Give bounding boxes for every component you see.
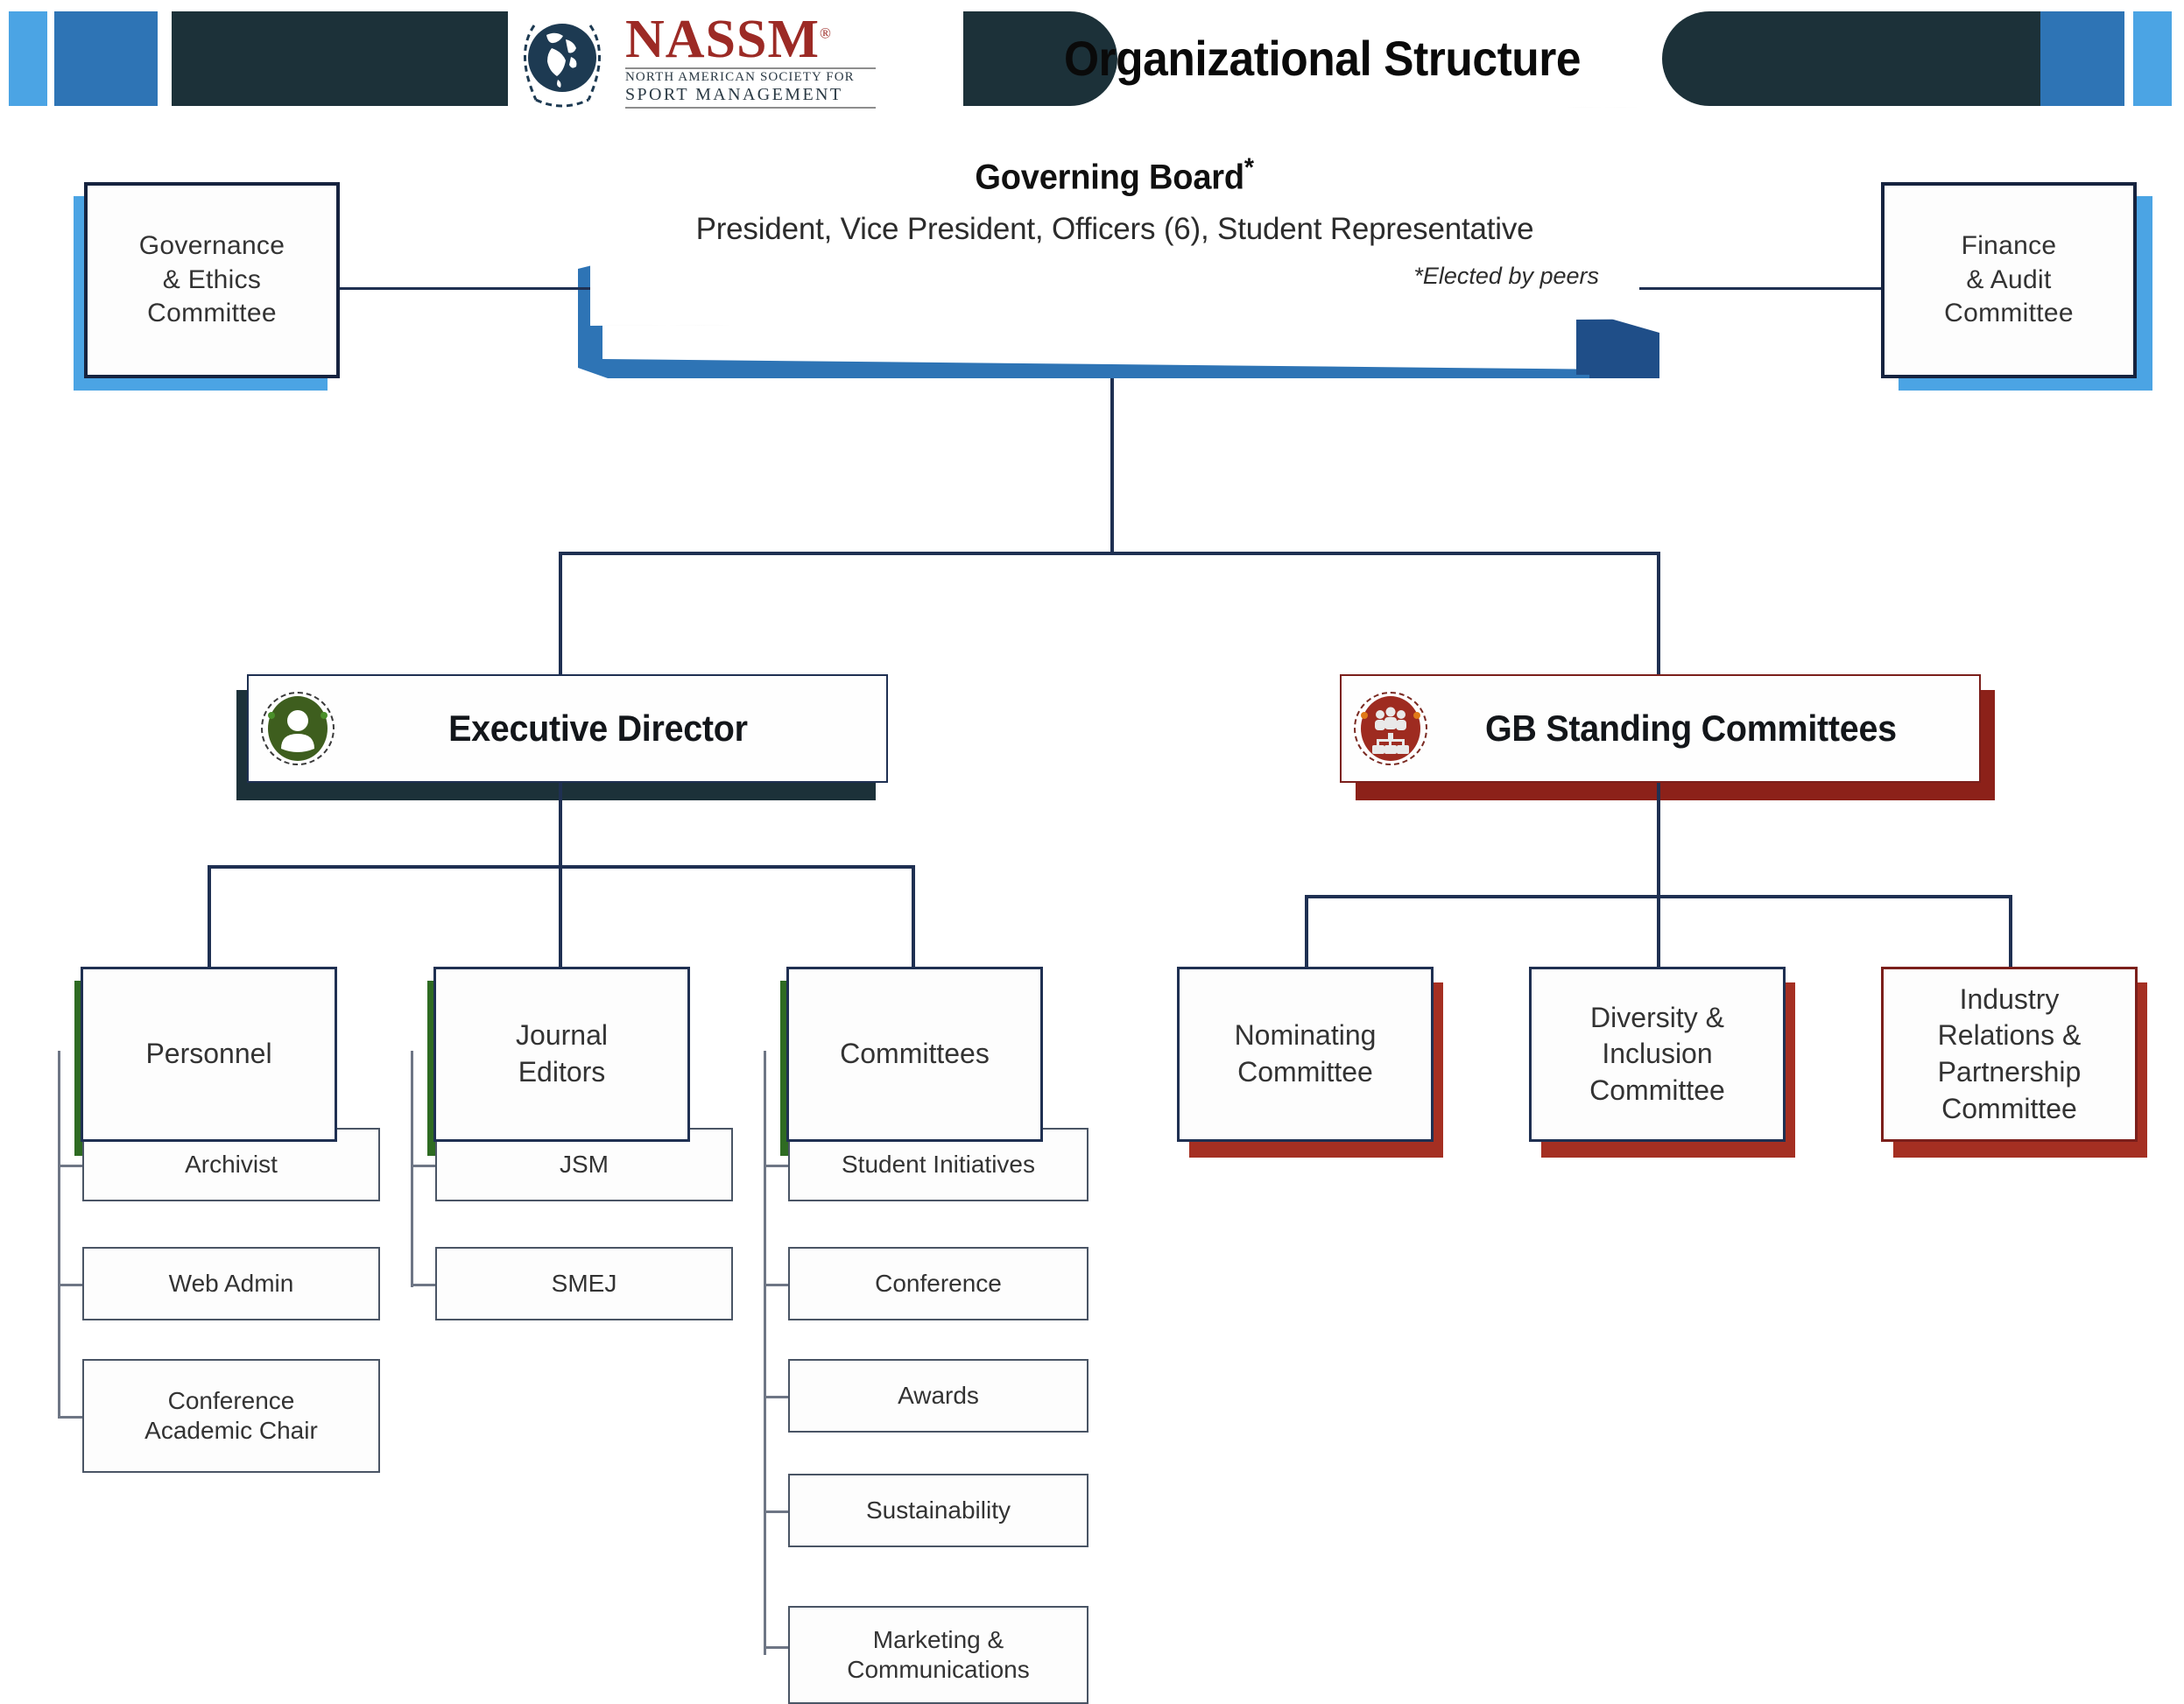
governing-board-footnote: *Elected by peers	[1413, 262, 1599, 289]
industry-relations-partnership-committee-node[interactable]: Industry Relations & Partnership Committ…	[1881, 967, 2138, 1142]
connector-branch-bus	[559, 552, 1660, 555]
rail-journal-editors	[411, 1051, 413, 1287]
rail-personnel	[58, 1051, 60, 1419]
connector-ed-to-committees	[912, 865, 915, 968]
leaf-conference[interactable]: Conference	[788, 1247, 1088, 1320]
connector-ed-to-journal	[559, 865, 562, 968]
governing-board-members: President, Vice President, Officers (6),…	[695, 211, 1534, 246]
executive-director-label: Executive Director	[448, 708, 748, 749]
stub-journal-smej	[411, 1284, 435, 1286]
globe-laurel-icon	[508, 8, 616, 115]
connector-ed-drop	[559, 783, 562, 867]
connector-right-side	[1634, 287, 1881, 290]
finance-audit-line1: Finance	[1961, 231, 2057, 261]
gb-standing-committees-label: GB Standing Committees	[1485, 708, 1897, 749]
rail-committees	[764, 1051, 766, 1655]
committees-node[interactable]: Committees	[786, 967, 1043, 1142]
personnel-node[interactable]: Personnel	[81, 967, 337, 1142]
header-bar-light-right	[2133, 11, 2172, 106]
governing-board-title: Governing Board*	[975, 153, 1255, 197]
leaf-archivist-label: Archivist	[185, 1150, 278, 1178]
personnel-label: Personnel	[145, 1038, 272, 1070]
leaf-student-initiatives-label: Student Initiatives	[841, 1150, 1036, 1178]
connector-to-gb-committees	[1657, 552, 1660, 676]
industry-relations-line2: Relations &	[1937, 1019, 2082, 1052]
journal-editors-line2: Editors	[518, 1056, 606, 1088]
diversity-inclusion-line3: Committee	[1589, 1074, 1725, 1106]
connector-to-executive-director	[559, 552, 562, 676]
industry-relations-line1: Industry	[1959, 982, 2060, 1015]
stub-personnel-confchair	[58, 1416, 82, 1419]
leaf-awards-label: Awards	[898, 1381, 979, 1409]
executive-director-node[interactable]: Executive Director	[247, 674, 888, 783]
diversity-inclusion-line1: Diversity &	[1590, 1001, 1724, 1033]
governing-board-node[interactable]: Governing Board* President, Vice Preside…	[590, 107, 1639, 326]
leaf-sustainability-label: Sustainability	[866, 1496, 1011, 1524]
leaf-conference-academic-chair[interactable]: Conference Academic Chair	[82, 1359, 380, 1473]
nominating-committee-line2: Committee	[1237, 1056, 1373, 1088]
header-bar-mid-left	[54, 11, 158, 106]
nominating-committee-node[interactable]: Nominating Committee	[1177, 967, 1434, 1142]
connector-left-side	[340, 287, 594, 290]
connector-gb-to-diversity	[1657, 895, 1660, 968]
gb-standing-committees-node[interactable]: GB Standing Committees	[1340, 674, 1981, 783]
page-header: NASSM® NORTH AMERICAN SOCIETY FOR SPORT …	[0, 0, 2184, 117]
committees-label: Committees	[840, 1038, 990, 1070]
nominating-committee-line1: Nominating	[1234, 1019, 1377, 1052]
journal-editors-line1: Journal	[516, 1019, 608, 1052]
leaf-jsm-label: JSM	[560, 1150, 609, 1178]
org-chart: Governing Board* President, Vice Preside…	[0, 107, 2184, 1704]
stub-journal-jsm	[411, 1165, 435, 1167]
finance-audit-line2: & Audit	[1966, 264, 2052, 294]
logo-rule-bottom	[625, 106, 876, 109]
stub-personnel-webadmin	[58, 1284, 82, 1286]
journal-editors-node[interactable]: Journal Editors	[433, 967, 690, 1142]
leaf-sustainability[interactable]: Sustainability	[788, 1474, 1088, 1547]
header-bar-navy-right	[1662, 11, 2067, 106]
leaf-marketing-line2: Communications	[847, 1656, 1030, 1683]
logo-wordmark: NASSM®	[625, 10, 832, 70]
governance-ethics-line2: & Ethics	[162, 264, 262, 294]
stub-committees-marketing	[764, 1646, 788, 1649]
stub-committees-sustainability	[764, 1510, 788, 1513]
governance-ethics-committee-node[interactable]: Governance & Ethics Committee	[84, 182, 340, 378]
logo-tagline-line2: SPORT MANAGEMENT	[625, 84, 843, 104]
person-badge-icon	[261, 692, 335, 765]
stub-personnel-archivist	[58, 1165, 82, 1167]
connector-root-drop	[1110, 378, 1114, 553]
leaf-marketing-communications[interactable]: Marketing & Communications	[788, 1606, 1088, 1704]
stub-committees-student	[764, 1165, 788, 1167]
leaf-web-admin[interactable]: Web Admin	[82, 1247, 380, 1320]
logo-rule-top	[625, 67, 876, 69]
leaf-conference-academic-chair-line2: Academic Chair	[144, 1417, 318, 1444]
industry-relations-line3: Partnership	[1937, 1056, 2082, 1088]
leaf-conference-academic-chair-line1: Conference	[167, 1386, 295, 1414]
finance-audit-committee-node[interactable]: Finance & Audit Committee	[1881, 182, 2137, 378]
governance-ethics-line3: Committee	[147, 299, 277, 328]
diversity-inclusion-line2: Inclusion	[1602, 1038, 1713, 1070]
logo-tagline-line1: NORTH AMERICAN SOCIETY FOR	[625, 69, 855, 84]
header-bar-mid-right	[2040, 11, 2124, 106]
leaf-conference-label: Conference	[875, 1269, 1002, 1297]
connector-gb-drop	[1657, 783, 1660, 898]
governance-ethics-line1: Governance	[138, 231, 285, 261]
leaf-web-admin-label: Web Admin	[168, 1269, 294, 1297]
connector-gb-to-nominating	[1305, 895, 1308, 968]
connector-ed-to-personnel	[208, 865, 211, 968]
leaf-smej[interactable]: SMEJ	[435, 1247, 733, 1320]
connector-gb-to-industry	[2009, 895, 2012, 968]
header-bar-light-left	[9, 11, 47, 106]
industry-relations-line4: Committee	[1941, 1092, 2077, 1124]
leaf-marketing-line1: Marketing &	[872, 1625, 1004, 1653]
stub-committees-conference	[764, 1284, 788, 1286]
leaf-awards[interactable]: Awards	[788, 1359, 1088, 1433]
page-title: Organizational Structure	[1063, 30, 1582, 86]
diversity-inclusion-committee-node[interactable]: Diversity & Inclusion Committee	[1529, 967, 1786, 1142]
nassm-logo: NASSM® NORTH AMERICAN SOCIETY FOR SPORT …	[508, 5, 963, 117]
people-org-icon	[1354, 692, 1427, 765]
finance-audit-line3: Committee	[1944, 299, 2074, 328]
stub-committees-awards	[764, 1396, 788, 1398]
leaf-smej-label: SMEJ	[551, 1269, 617, 1297]
